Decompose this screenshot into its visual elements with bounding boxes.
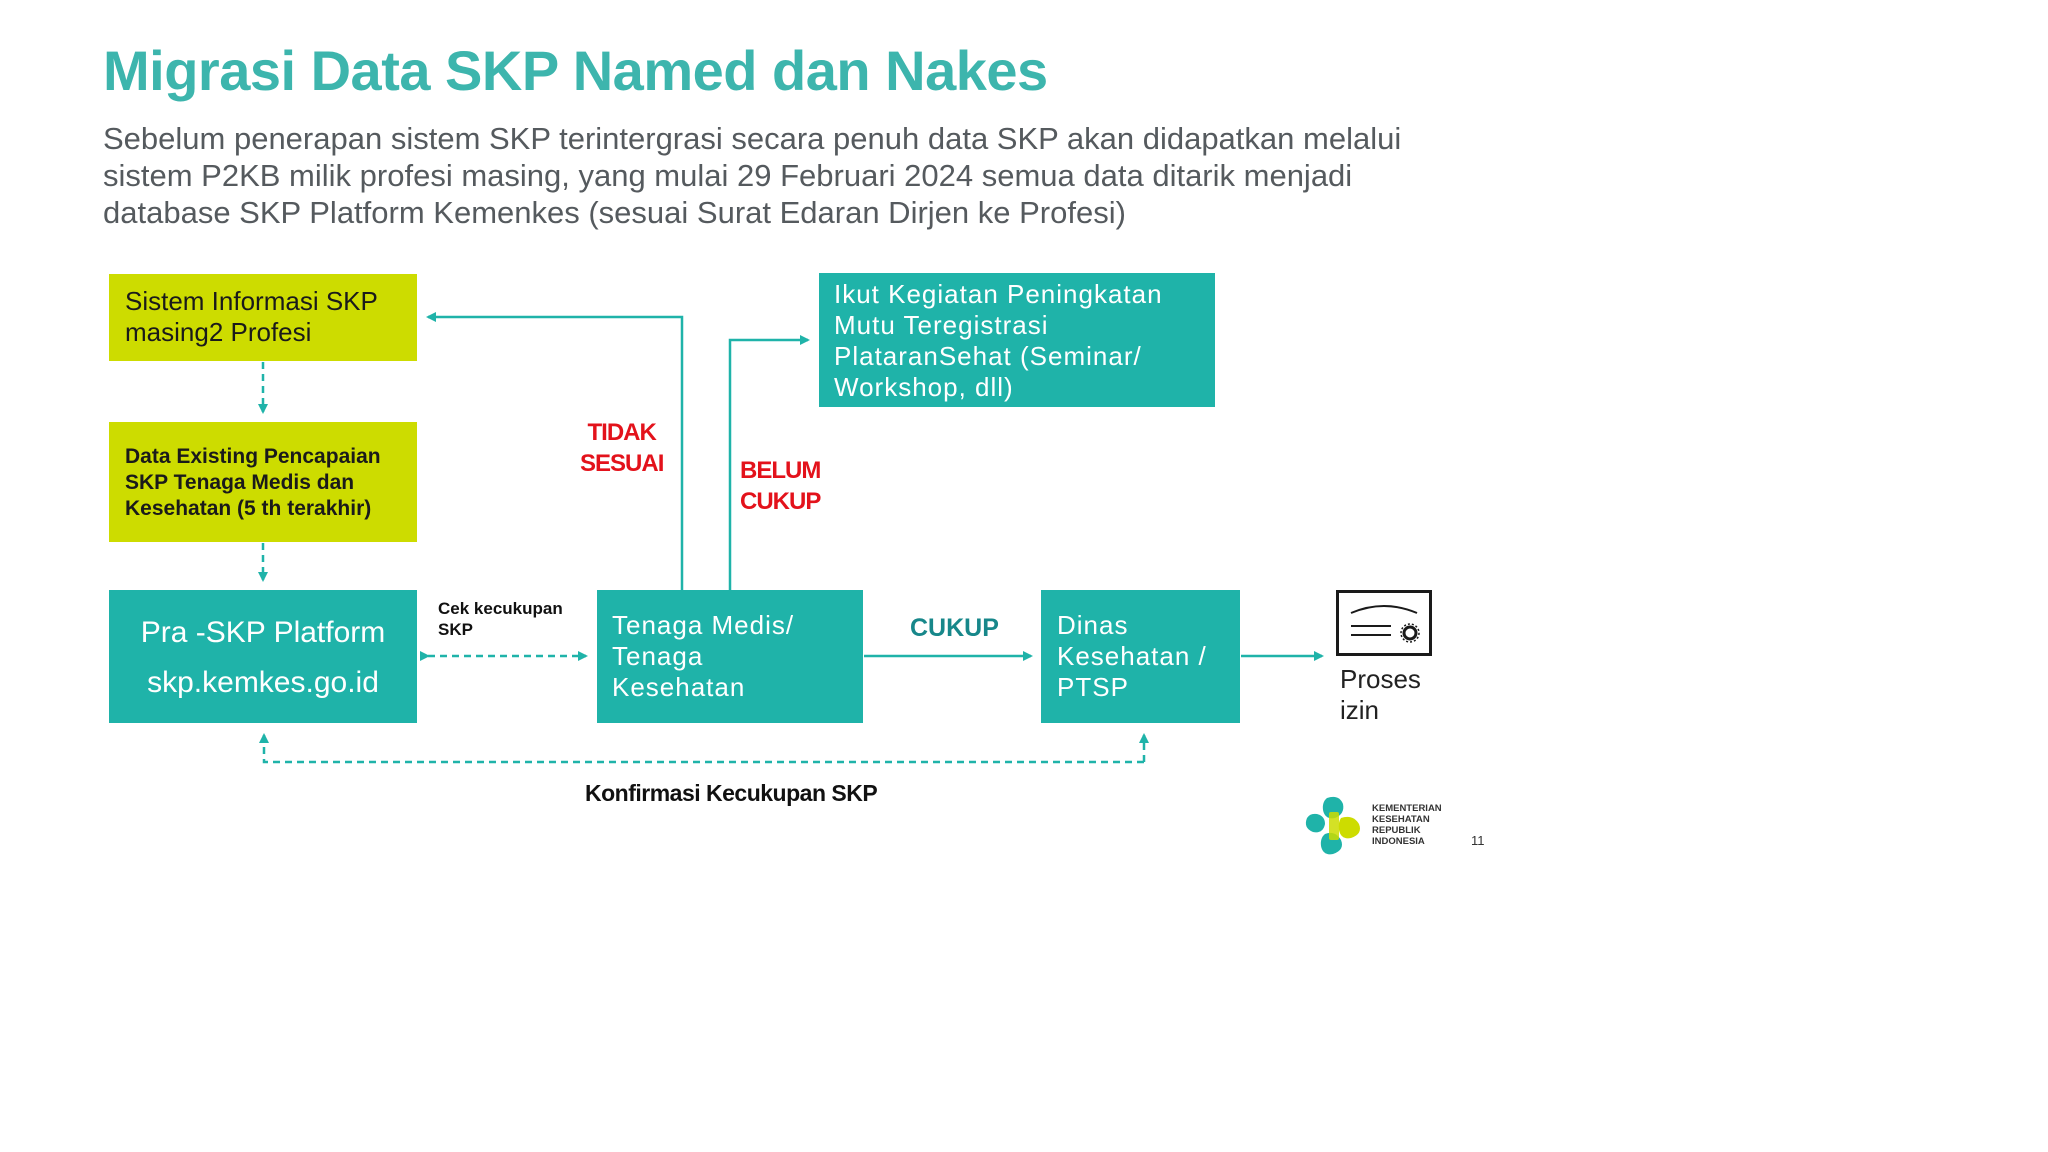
box-line: Kesehatan [612,672,746,702]
slide-title: Migrasi Data SKP Named dan Nakes [103,39,1048,102]
sistem-informasi-box: Sistem Informasi SKP masing2 Profesi [109,274,417,361]
box-line: Pra -SKP Platform [140,616,386,649]
subtitle-line: Sebelum penerapan sistem SKP terintergra… [103,121,1402,156]
box-line: Kesehatan / [1057,641,1207,671]
data-existing-box: Data Existing Pencapaian SKP Tenaga Medi… [109,422,417,542]
proses-izin-label: Proses izin [1340,664,1421,726]
label-line: TIDAK [587,419,657,446]
label-line: SKP [438,620,473,639]
logo-line: KESEHATAN [1372,814,1430,825]
belum-cukup-label: BELUM CUKUP [740,455,821,517]
box-line: PTSP [1057,672,1129,702]
arrow-belum-cukup [728,335,810,590]
box-line: Data Existing Pencapaian [125,445,381,468]
box-line: masing2 Profesi [125,317,312,347]
box-line: Tenaga Medis/ [612,610,795,640]
label-line: BELUM [740,457,821,484]
label-line: izin [1340,695,1380,725]
label-line: CUKUP [740,488,821,515]
box-line: Tenaga [612,641,704,671]
dinas-kesehatan-box: Dinas Kesehatan / PTSP [1041,590,1240,723]
subtitle-line: sistem P2KB milik profesi masing, yang m… [103,158,1353,193]
konfirmasi-label: Konfirmasi Kecukupan SKP [585,780,878,806]
cek-kecukupan-label: Cek kecukupan SKP [438,598,563,640]
box-line: PlataranSehat (Seminar/ [834,341,1142,371]
box-line: Sistem Informasi SKP [125,286,378,316]
ikut-kegiatan-box: Ikut Kegiatan Peningkatan Mutu Teregistr… [819,273,1215,407]
label-line: Cek kecukupan [438,599,563,618]
logo-line: KEMENTERIAN [1372,803,1442,814]
logo-line: REPUBLIK [1372,825,1421,836]
label-line: Proses [1340,664,1421,694]
subtitle-line: database SKP Platform Kemenkes (sesuai S… [103,195,1126,230]
box-line: Workshop, dll) [834,372,1014,402]
certificate-icon [1336,590,1432,656]
page-number: 11 [1471,833,1485,848]
box-line: Mutu Teregistrasi [834,310,1049,340]
cukup-label: CUKUP [910,614,999,642]
tidak-sesuai-label: TIDAK SESUAI [580,417,664,479]
kemenkes-logo-text: KEMENTERIAN KESEHATAN REPUBLIK INDONESIA [1372,803,1442,847]
box-line: Ikut Kegiatan Peningkatan [834,279,1163,309]
kemenkes-logo-icon [1303,794,1365,856]
box-line: Dinas [1057,610,1129,640]
slide-subtitle: Sebelum penerapan sistem SKP terintergra… [103,120,1523,231]
tenaga-medis-box: Tenaga Medis/ Tenaga Kesehatan [597,590,863,723]
pra-skp-platform-box: Pra -SKP Platform skp.kemkes.go.id [109,590,417,723]
logo-line: INDONESIA [1372,836,1425,847]
label-line: SESUAI [580,450,664,477]
box-line: skp.kemkes.go.id [147,666,379,699]
arrow-tidak-sesuai [426,312,684,590]
arrow-konfirmasi-left [259,733,1144,764]
box-line: SKP Tenaga Medis dan [125,471,355,494]
box-line: Kesehatan (5 th terakhir) [125,497,372,520]
